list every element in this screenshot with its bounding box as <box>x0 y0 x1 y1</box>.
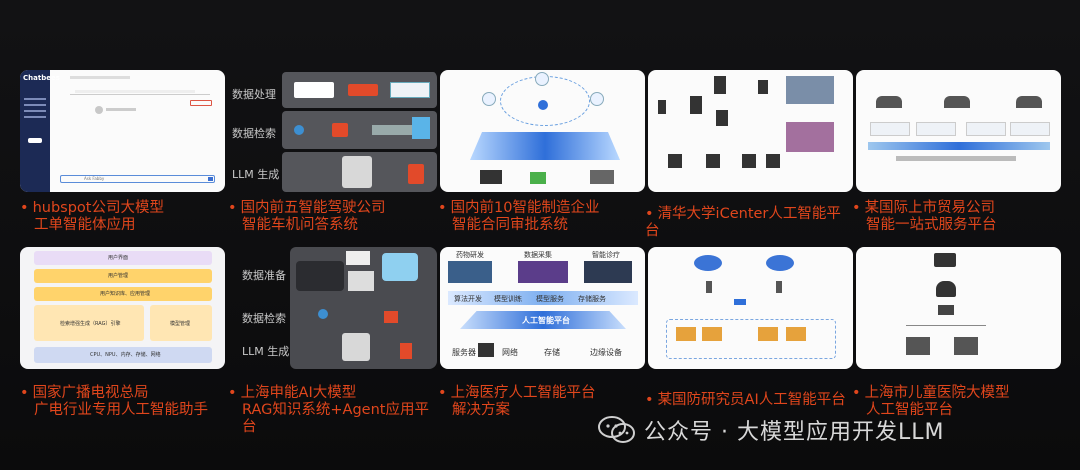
card-trade-company[interactable] <box>856 70 1061 192</box>
infra-server: 服务器 <box>452 348 476 357</box>
layer-user-interface: 用户界面 <box>108 255 129 261</box>
card-tsinghua-icenter[interactable] <box>648 70 853 192</box>
brand-label: Chatbees <box>23 74 60 82</box>
diagram-row-3 <box>282 152 437 192</box>
blue-platform-bar <box>868 142 1050 150</box>
label-llm-generation-2: LLM 生成 <box>242 345 290 358</box>
avatar <box>95 106 103 114</box>
top-data-collection: 数据采集 <box>524 251 552 259</box>
document-collection-box <box>294 82 334 98</box>
label-data-retrieval-2: 数据检索 <box>242 312 286 325</box>
label-llm-generation: LLM 生成 <box>232 168 280 181</box>
caption-trade: •某国际上市贸易公司智能一站式服务平台 <box>852 200 997 233</box>
infra-edge: 边缘设备 <box>590 348 622 357</box>
card-rag-diagram-1[interactable]: 数据处理 数据检索 LLM 生成 <box>232 70 437 192</box>
caption-medical: •上海医疗人工智能平台解决方案 <box>438 385 596 418</box>
caption-driving: •国内前五智能驾驶公司智能车机问答系统 <box>228 200 386 233</box>
card-hubspot-screenshot[interactable]: Chatbees Ask Fabby <box>20 70 225 192</box>
caption-broadcast: •国家广播电视总局广电行业专用人工智能助手 <box>20 385 208 418</box>
label-data-processing: 数据处理 <box>232 88 276 101</box>
card-broadcast-architecture[interactable]: 用户界面 用户管理 用户知识库、应用管理 检索增强生成（RAG）引擎 模型管理 … <box>20 247 225 369</box>
card-contract-approval[interactable] <box>440 70 645 192</box>
layer-rag-engine: 检索增强生成（RAG）引擎 <box>60 321 121 327</box>
caption-hubspot: •hubspot公司大模型工单智能体应用 <box>20 200 164 233</box>
service-training: 模型训练 <box>494 295 522 303</box>
card-childrens-hospital[interactable] <box>856 247 1061 369</box>
document-box <box>390 82 430 98</box>
layer-knowledge-base: 用户知识库、应用管理 <box>100 291 151 297</box>
caption-manufacturing: •国内前10智能制造企业智能合同审批系统 <box>438 200 600 233</box>
top-smart-diagnosis: 智能诊疗 <box>592 251 620 259</box>
service-model: 模型服务 <box>536 295 564 303</box>
service-storage: 存储服务 <box>578 295 606 303</box>
diagram-row-2 <box>282 111 437 149</box>
layer-user-management: 用户管理 <box>108 273 129 279</box>
processing-box <box>348 84 378 96</box>
watermark-text: 公众号 · 大模型应用开发LLM <box>644 420 945 445</box>
photo-classroom <box>786 122 834 152</box>
caption-hospital: •上海市儿童医院大模型人工智能平台 <box>852 385 1010 418</box>
card-defense-ai[interactable] <box>648 247 853 369</box>
diagram-panel <box>290 247 437 369</box>
top-drug-research: 药物研发 <box>456 251 484 259</box>
caption-tsinghua: •清华大学iCenter人工智能平台 <box>645 206 841 239</box>
card-medical-platform[interactable]: 药物研发 数据采集 智能诊疗 算法开发 模型训练 模型服务 存储服务 人工智能平… <box>440 247 645 369</box>
infra-storage: 存储 <box>544 348 560 357</box>
send-icon[interactable] <box>208 177 213 181</box>
caption-defense: •某国防研究员AI人工智能平台 <box>645 392 846 408</box>
label-data-prep: 数据准备 <box>242 269 286 282</box>
infra-network: 网络 <box>502 348 518 357</box>
diagram-row-1 <box>282 72 437 108</box>
chat-input-placeholder: Ask Fabby <box>84 176 105 181</box>
chat-input[interactable] <box>60 175 215 183</box>
wechat-icon <box>598 415 636 445</box>
layer-model-management: 模型管理 <box>170 321 191 327</box>
label-data-retrieval: 数据检索 <box>232 127 276 140</box>
sidebar <box>20 70 50 192</box>
photo-server-room <box>786 76 834 104</box>
platform-label: 人工智能平台 <box>522 316 570 325</box>
card-rag-diagram-2[interactable]: 数据准备 数据检索 LLM 生成 <box>232 247 437 369</box>
watermark: 公众号 · 大模型应用开发LLM <box>598 412 944 448</box>
sidebar-button[interactable] <box>28 138 42 143</box>
service-algorithm: 算法开发 <box>454 295 482 303</box>
layer-hardware: CPU、NPU、内存、存储、网络 <box>90 352 161 358</box>
platform-band <box>470 132 620 160</box>
